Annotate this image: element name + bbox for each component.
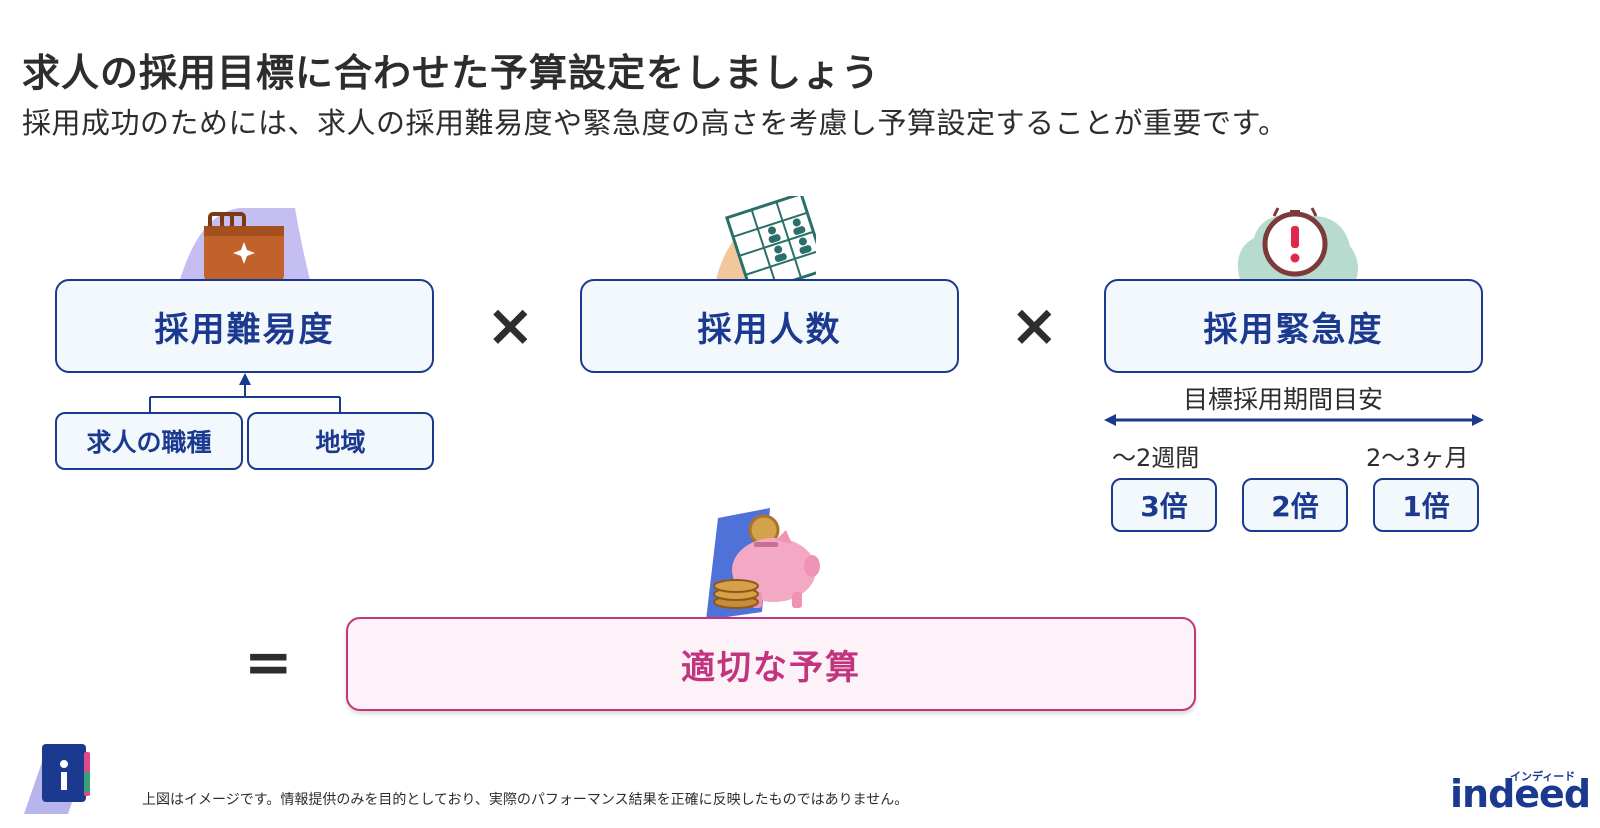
range-start-label: 〜2週間	[1112, 444, 1200, 472]
multiplier-1x: 1倍	[1373, 478, 1479, 532]
region-box: 地域	[247, 412, 434, 470]
calendar-grid-icon	[716, 196, 816, 280]
region-label: 地域	[315, 428, 366, 457]
difficulty-box: 採用難易度	[55, 279, 434, 373]
piggy-bank-icon	[706, 508, 836, 620]
urgency-box: 採用緊急度	[1104, 279, 1483, 373]
difficulty-label: 採用難易度	[154, 309, 335, 350]
stopwatch-alert-icon	[1232, 206, 1362, 280]
multiplier-3x: 3倍	[1111, 478, 1217, 532]
disclaimer-note: 上図はイメージです。情報提供のみを目的としており、実際のパフォーマンス結果を正確…	[142, 792, 909, 808]
multiplier-1x-label: 1倍	[1402, 490, 1450, 523]
job-type-label: 求人の職種	[86, 428, 212, 457]
difficulty-connector	[140, 373, 350, 413]
multiply-operator-2: ×	[1010, 291, 1059, 359]
timeline-arrow	[1104, 412, 1484, 428]
result-label: 適切な予算	[681, 647, 861, 688]
equals-operator: =	[244, 628, 293, 696]
urgency-label: 採用緊急度	[1203, 309, 1384, 350]
headcount-label: 採用人数	[697, 309, 842, 350]
job-type-box: 求人の職種	[55, 412, 243, 470]
page-title: 求人の採用目標に合わせた予算設定をしましょう	[22, 51, 881, 95]
range-end-label: 2〜3ヶ月	[1366, 444, 1469, 472]
logo-kana: インディード	[1510, 770, 1576, 783]
multiplier-3x-label: 3倍	[1140, 490, 1188, 523]
page-subtitle: 採用成功のためには、求人の採用難易度や緊急度の高さを考慮し予算設定することが重要…	[22, 106, 1288, 140]
indeed-logo[interactable]: indeed	[1450, 772, 1591, 816]
headcount-box: 採用人数	[580, 279, 959, 373]
multiplier-2x: 2倍	[1242, 478, 1348, 532]
info-book-icon	[22, 742, 100, 814]
period-label: 目標採用期間目安	[1183, 385, 1384, 414]
result-box: 適切な予算	[346, 617, 1196, 711]
briefcase-icon	[180, 208, 310, 280]
multiply-operator-1: ×	[486, 291, 535, 359]
multiplier-2x-label: 2倍	[1271, 490, 1319, 523]
